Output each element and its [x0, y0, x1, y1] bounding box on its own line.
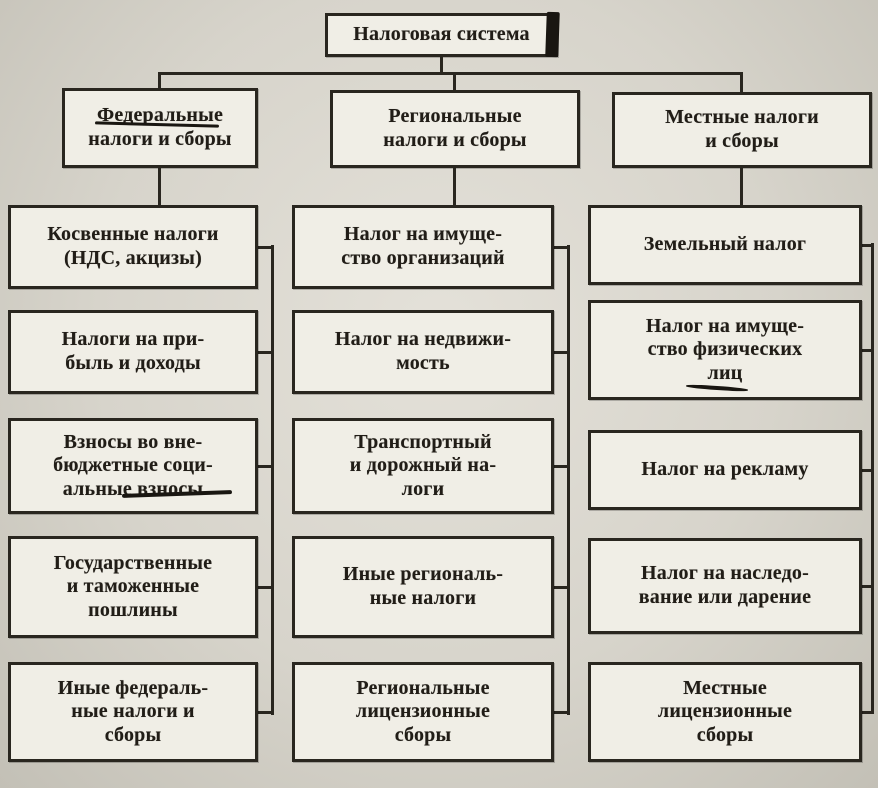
header-box-regional: Региональные налоги и сборы: [330, 90, 580, 168]
header-box-federal: Федеральные налоги и сборы: [62, 88, 258, 168]
item-label-regional-2: Налог на недвижи- мость: [334, 328, 512, 374]
item-label-federal-1: Косвенные налоги (НДС, акцизы): [47, 223, 219, 269]
tick-local-4: [860, 585, 873, 588]
tick-regional-4: [552, 586, 569, 589]
header-label-local: Местные налоги и сборы: [665, 106, 819, 152]
connector-drop-regional: [453, 72, 456, 91]
connector-root-drop: [440, 55, 443, 74]
item-label-federal-5: Иные федераль- ные налоги и сборы: [57, 676, 209, 746]
connector-header-drop-federal: [158, 166, 161, 206]
scan-ink-blob: [545, 11, 560, 58]
spine-local: [871, 243, 874, 714]
tick-local-5: [860, 711, 873, 714]
item-box-federal-1: Косвенные налоги (НДС, акцизы): [8, 205, 258, 289]
item-box-federal-4: Государственные и таможенные пошлины: [8, 536, 258, 638]
tick-federal-2: [256, 351, 273, 354]
item-box-regional-1: Налог на имуще- ство организаций: [292, 205, 554, 289]
spine-regional: [567, 245, 570, 715]
item-label-local-2: Налог на имуще- ство физических лиц: [645, 314, 805, 384]
connector-drop-federal: [158, 72, 161, 89]
item-box-federal-2: Налоги на при- быль и доходы: [8, 310, 258, 394]
tick-local-2: [860, 349, 873, 352]
tick-regional-1: [552, 246, 569, 249]
item-label-regional-3: Транспортный и дорожный на- логи: [349, 430, 497, 500]
item-box-regional-2: Налог на недвижи- мость: [292, 310, 554, 394]
header-label-federal: Федеральные налоги и сборы: [88, 104, 232, 150]
connector-header-drop-regional: [453, 166, 456, 206]
tick-federal-4: [256, 586, 273, 589]
tick-local-1: [860, 244, 873, 247]
header-box-local: Местные налоги и сборы: [612, 92, 872, 168]
item-box-regional-5: Региональные лицензионные сборы: [292, 662, 554, 762]
item-label-local-4: Налог на наследо- вание или дарение: [638, 562, 812, 608]
item-box-local-1: Земельный налог: [588, 205, 862, 285]
connector-drop-local: [740, 72, 743, 93]
item-label-local-1: Земельный налог: [643, 233, 807, 256]
spine-federal: [271, 245, 274, 715]
item-label-local-3: Налог на рекламу: [641, 458, 809, 481]
item-box-local-2: Налог на имуще- ство физических лиц: [588, 300, 862, 400]
item-box-local-4: Налог на наследо- вание или дарение: [588, 538, 862, 634]
tick-regional-2: [552, 351, 569, 354]
item-box-regional-4: Иные региональ- ные налоги: [292, 536, 554, 638]
item-label-regional-5: Региональные лицензионные сборы: [355, 676, 491, 746]
item-label-regional-4: Иные региональ- ные налоги: [342, 563, 504, 609]
item-box-local-3: Налог на рекламу: [588, 430, 862, 510]
tick-federal-3: [256, 465, 273, 468]
connector-header-drop-local: [740, 166, 743, 206]
item-label-regional-1: Налог на имуще- ство организаций: [341, 223, 505, 269]
tick-regional-5: [552, 711, 569, 714]
header-label-regional: Региональные налоги и сборы: [383, 105, 527, 151]
root-label: Налоговая система: [353, 23, 530, 46]
item-label-federal-2: Налоги на при- быль и доходы: [61, 328, 205, 374]
item-box-federal-3: Взносы во вне- бюджетные соци- альные вз…: [8, 418, 258, 514]
item-box-local-5: Местные лицензионные сборы: [588, 662, 862, 762]
tick-local-3: [860, 469, 873, 472]
tick-federal-1: [256, 246, 273, 249]
root-box: Налоговая система: [325, 13, 558, 57]
tick-federal-5: [256, 711, 273, 714]
connector-branch-horizontal: [159, 72, 743, 75]
item-box-federal-5: Иные федераль- ные налоги и сборы: [8, 662, 258, 762]
item-label-local-5: Местные лицензионные сборы: [657, 676, 793, 746]
tick-regional-3: [552, 465, 569, 468]
item-label-federal-4: Государственные и таможенные пошлины: [53, 551, 213, 621]
item-box-regional-3: Транспортный и дорожный на- логи: [292, 418, 554, 514]
